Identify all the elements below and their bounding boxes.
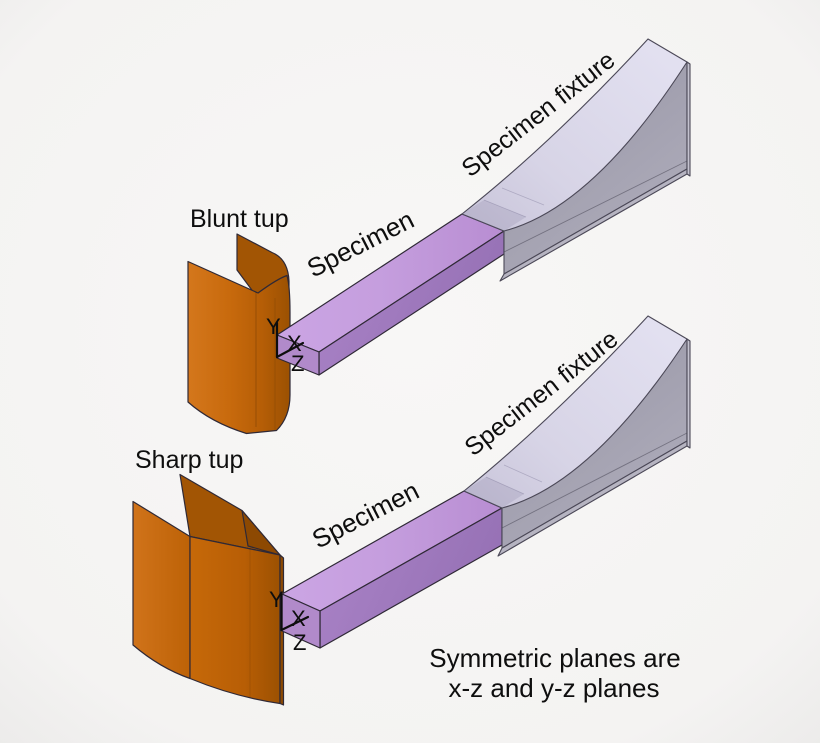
fixture-band-line-2 bbox=[501, 187, 545, 206]
fixture-band-line-2 bbox=[503, 464, 543, 483]
fixture-slope-face bbox=[461, 38, 688, 232]
axis-triad-bottom: Y X Z bbox=[269, 587, 310, 655]
axis-x-label: X bbox=[291, 606, 306, 631]
sharp-tup-back-plate-shadow bbox=[241, 509, 281, 556]
fixture-base-seam bbox=[503, 160, 688, 253]
bottom-assembly: Y X Z Sharp tup Specimen Specimen fixtur… bbox=[132, 315, 691, 706]
specimen-fixture-top bbox=[461, 38, 691, 282]
axis-z-label: Z bbox=[293, 630, 306, 655]
fixture-band-line-1 bbox=[485, 476, 525, 495]
specimen-bar-top bbox=[276, 213, 505, 376]
fixture-right-edge bbox=[686, 61, 691, 177]
blunt-tup-label: Blunt tup bbox=[190, 205, 289, 233]
fixture-slope-face bbox=[463, 315, 688, 509]
fixture-clamp-band bbox=[464, 477, 524, 508]
fixture-clamp-band bbox=[462, 200, 526, 231]
axis-y-label: Y bbox=[269, 587, 284, 612]
axis-y-label: Y bbox=[266, 314, 281, 339]
caption: Symmetric planes are x-z and y-z planes bbox=[429, 643, 680, 703]
axis-x-label: X bbox=[287, 331, 302, 356]
sharp-tup-bevel-face bbox=[189, 535, 281, 705]
blunt-tup-body bbox=[187, 260, 291, 435]
fixture-right-edge bbox=[686, 338, 691, 449]
sharp-tup bbox=[132, 473, 285, 706]
caption-line-1: Symmetric planes are bbox=[429, 643, 680, 673]
axis-triad-top: Y X Z bbox=[266, 314, 304, 376]
fixture-base-seam bbox=[501, 432, 688, 529]
fixture-band-line-1 bbox=[483, 199, 527, 218]
axis-z-label: Z bbox=[291, 351, 304, 376]
sharp-tup-label: Sharp tup bbox=[135, 446, 243, 474]
x-axis-line bbox=[280, 615, 310, 632]
caption-line-2: x-z and y-z planes bbox=[449, 673, 660, 703]
x-axis-line bbox=[275, 341, 305, 359]
blunt-tup bbox=[187, 233, 291, 435]
specimen-bar-bottom bbox=[281, 490, 503, 649]
specimen-fixture-bottom bbox=[463, 315, 691, 557]
